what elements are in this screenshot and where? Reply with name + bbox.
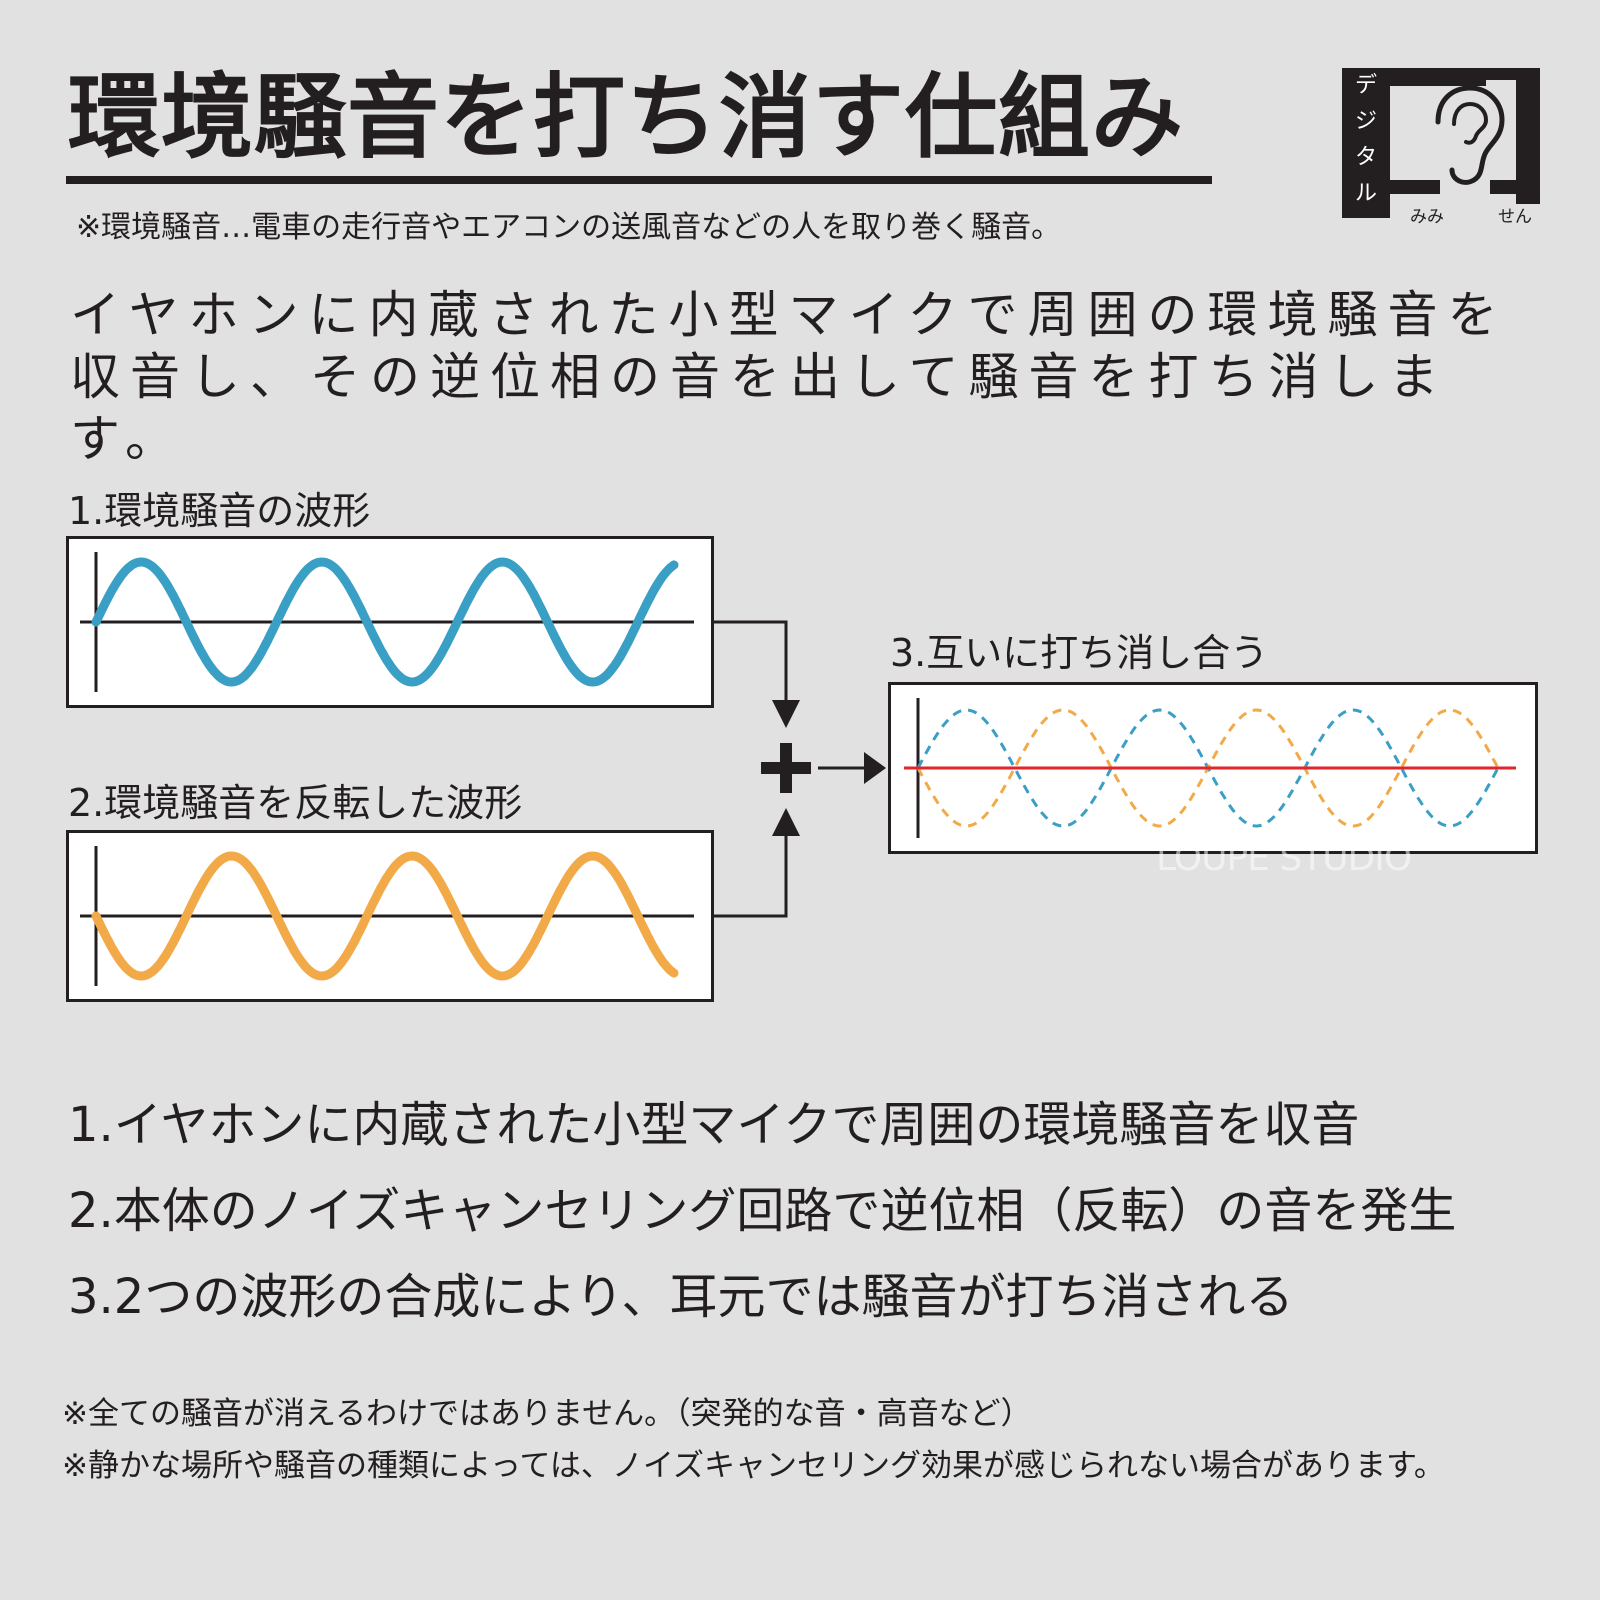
noise-wave-line (91, 557, 679, 687)
watermark: LOUPE STUDIO (1156, 838, 1412, 879)
arrow-right-icon (864, 752, 886, 784)
footnote: ※静かな場所や騒音の種類によっては、ノイズキャンセリング効果が感じられない場合が… (62, 1448, 1445, 1484)
logo-char: タ (1354, 145, 1377, 170)
step-item: 2.本体のノイズキャンセリング回路で逆位相（反転）の音を発生 (68, 1183, 1457, 1239)
panel1-label: 1.環境騒音の波形 (68, 489, 371, 533)
logo-char: ジ (1354, 109, 1377, 134)
logo-char: デ (1354, 73, 1377, 98)
logo-caption-left: みみ (1410, 207, 1444, 227)
steps-list: 1.イヤホンに内蔵された小型マイクで周囲の環境騒音を収音 2.本体のノイズキャン… (68, 1082, 1456, 1340)
panel2-label: 2.環境騒音を反転した波形 (68, 781, 523, 825)
inverted-wave-line (91, 851, 679, 981)
step-item: 1.イヤホンに内蔵された小型マイクで周囲の環境騒音を収音 (68, 1097, 1360, 1153)
connector-from-panel2 (714, 836, 788, 918)
panel3-label: 3.互いに打ち消し合う (890, 631, 1269, 675)
brand-logo: デ ジ タ ル みみ せん (1338, 62, 1548, 232)
footnote: ※全ての騒音が消えるわけではありません。（突発的な音・高音など） (62, 1396, 1032, 1432)
definition-note: ※環境騒音…電車の走行音やエアコンの送風音などの人を取り巻く騒音。 (76, 210, 1062, 245)
title-underline (66, 176, 1212, 184)
plus-icon (761, 743, 811, 793)
ear-icon (1390, 68, 1540, 204)
step-item: 3.2つの波形の合成により、耳元では騒音が打ち消される (68, 1269, 1294, 1325)
connector-from-panel1 (714, 620, 788, 700)
logo-vertical-bar: デ ジ タ ル (1342, 68, 1390, 218)
page-title: 環境騒音を打ち消す仕組み (68, 64, 1185, 171)
lead-paragraph: イヤホンに内蔵された小型マイクで周囲の環境騒音を収音し、その逆位相の音を出して騒… (70, 286, 1508, 468)
footnotes: ※全ての騒音が消えるわけではありません。（突発的な音・高音など） ※静かな場所や… (62, 1388, 1445, 1492)
logo-char: ル (1354, 181, 1377, 206)
arrow-up-icon (772, 808, 800, 836)
logo-caption-right: せん (1498, 207, 1532, 227)
arrow-down-icon (772, 700, 800, 728)
